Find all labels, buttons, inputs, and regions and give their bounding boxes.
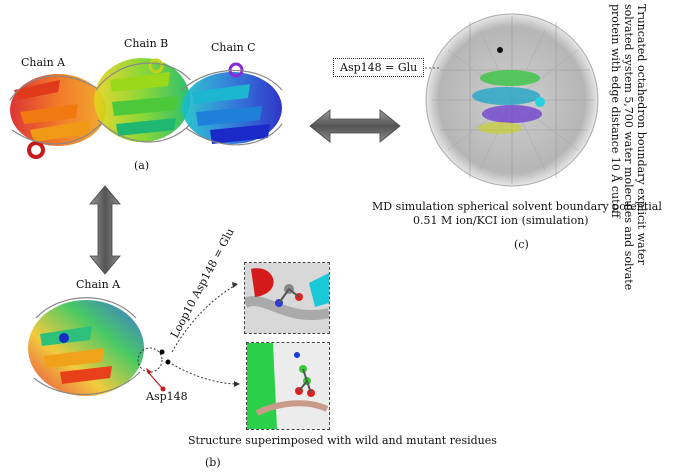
- vertical-line-3: protein with edge distance 10 Å cutoff: [609, 4, 622, 218]
- panel-a-caption: (a): [134, 159, 150, 172]
- asp148-pointer: [146, 368, 166, 392]
- panel-b-description: Structure superimposed with wild and mut…: [188, 434, 497, 447]
- panel-b-chain-a-label: Chain A: [76, 278, 121, 291]
- chain-a-label: Chain A: [21, 56, 66, 69]
- vertical-line-2: solvated system 5,700 water molecules an…: [622, 4, 635, 291]
- mutation-box: Asp148 = Glu: [333, 58, 425, 77]
- vertical-double-arrow: [89, 185, 121, 275]
- panel-b-caption: (b): [205, 456, 221, 469]
- zoom-box-mutant: [246, 342, 330, 430]
- chain-a-ribbon: [9, 74, 106, 159]
- chain-c-ribbon: [181, 62, 283, 146]
- md-line-1: MD simulation spherical solvent boundary…: [372, 200, 662, 213]
- chain-c-label: Chain C: [211, 41, 256, 54]
- asp148-label: Asp148: [146, 390, 188, 403]
- md-line-2: 0.51 M ion/KCI ion (simulation): [413, 214, 589, 227]
- callout-bottom: [171, 363, 239, 385]
- zoom-box-wild: [244, 262, 330, 334]
- horizontal-double-arrow: [309, 109, 401, 143]
- callout-top: [171, 283, 239, 353]
- vertical-line-1: Truncated octahedron boundary explicit w…: [635, 4, 648, 265]
- solvent-sphere: [425, 13, 599, 187]
- panel-c-caption: (c): [514, 238, 529, 251]
- chain-b-ribbon: [94, 58, 193, 143]
- panel-b-structure: [28, 297, 171, 396]
- chain-b-label: Chain B: [124, 37, 169, 50]
